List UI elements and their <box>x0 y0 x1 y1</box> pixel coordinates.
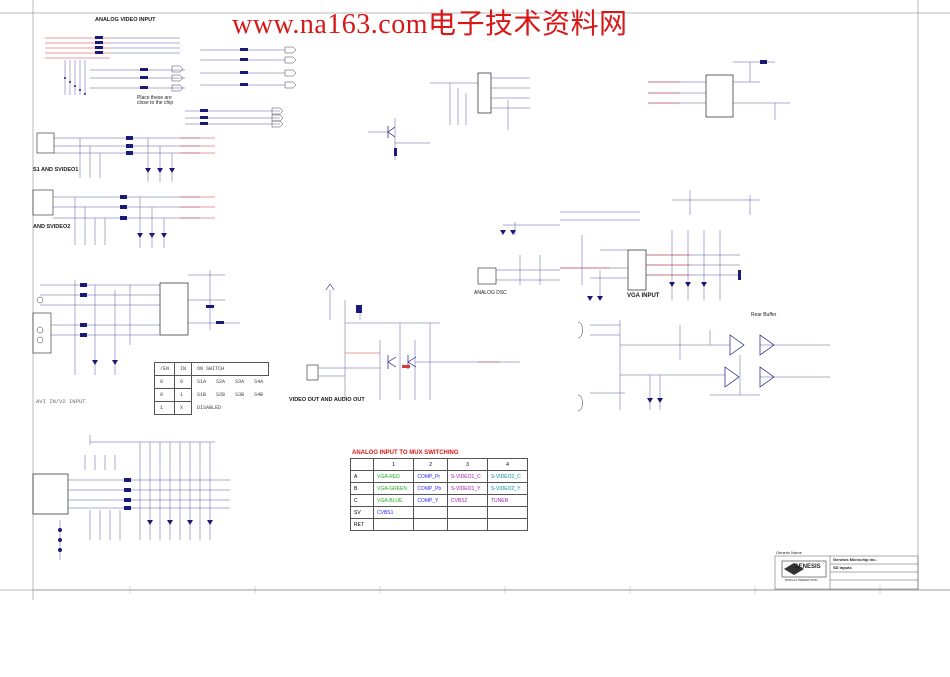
switch-table-row: 1 X DISABLED <box>153 401 269 415</box>
mux-cell: S-VIDEO1_Y <box>446 482 488 495</box>
genesis-logo-subtitle: DISPLAY PERFECTION <box>785 578 818 582</box>
svideo2-title: AND SVIDEO2 <box>33 224 71 230</box>
svideo1-title: S1 AND SVIDEO1 <box>33 167 79 173</box>
mux-cell <box>372 518 415 531</box>
mux-row-label: RET <box>350 518 374 531</box>
mux-cell <box>486 518 529 531</box>
switch-table-header: /EN IN ON SWITCH <box>153 362 269 376</box>
vga-input-title: VGA INPUT <box>627 293 660 299</box>
mux-header-cell: 1 <box>372 458 415 471</box>
analog-dsc-label: ANALOG DSC <box>474 290 507 296</box>
switch-cell: X <box>174 401 193 415</box>
vga-input-block <box>477 190 760 301</box>
top-middle-ic <box>368 72 530 160</box>
mux-cell <box>446 518 488 531</box>
mux-cell: VGA-GREEN <box>372 482 415 495</box>
watermark-text: www.na163.com电子技术资料网 <box>232 9 628 40</box>
mux-cell <box>413 506 448 519</box>
video-out-title: VIDEO OUT AND AUDIO OUT <box>289 397 365 403</box>
switch-cell: 1 <box>174 388 193 402</box>
top-right-ic <box>648 60 790 120</box>
switch-header-cell: IN <box>174 362 193 376</box>
switch-cell: S4B <box>254 392 264 398</box>
mux-cell <box>446 506 488 519</box>
mux-cell: CVBS2 <box>446 494 488 507</box>
switch-cell: S1B <box>197 392 207 398</box>
mux-cell: S-VIDEO2_Y <box>486 482 529 495</box>
mux-cell: VGA-RED <box>372 470 415 483</box>
mux-switch-block <box>32 270 240 375</box>
mux-row-label: B <box>350 482 374 495</box>
mux-table-row: B VGA-GREEN COMP_Pb S-VIDEO1_Y S-VIDEO2_… <box>350 482 529 495</box>
mux-row-label: C <box>350 494 374 507</box>
mux-table-row: A VGA-RED COMP_Pr S-VIDEO1_C S-VIDEO2_C <box>350 470 529 483</box>
genesis-logo-text: GENESIS <box>794 564 821 570</box>
mux-switching-table: 1 2 3 4 A VGA-RED COMP_Pr S-VIDEO1_C S-V… <box>350 458 529 531</box>
switch-cell: 0 <box>153 375 176 389</box>
mux-cell: COMP_Pr <box>413 470 448 483</box>
mux-row-label: SV <box>350 506 374 519</box>
mux-header-cell: 4 <box>486 458 529 471</box>
mux-cell: S-VIDEO2_C <box>486 470 529 483</box>
sheet-title: SD Inputs <box>833 565 852 570</box>
mux-table-row: RET <box>350 518 529 531</box>
mux-cell: TUNER <box>486 494 529 507</box>
svideo2-block <box>32 189 215 248</box>
mux-header-cell <box>350 458 374 471</box>
switch-table-row: 0 0 S1A S2A S3A S4A <box>153 375 269 389</box>
switch-table-row: 0 1 S1B S2B S3B S4B <box>153 388 269 402</box>
mux-cell: S-VIDEO1_C <box>446 470 488 483</box>
avi-input-label: AVI IN/V2 INPUT <box>36 398 86 405</box>
switch-truth-table: /EN IN ON SWITCH 0 0 S1A S2A S3A S4A 0 1… <box>153 362 269 415</box>
mux-cell: VGA-BLUE <box>372 494 415 507</box>
mux-table-row: C VGA-BLUE COMP_Y CVBS2 TUNER <box>350 494 529 507</box>
mux-cell: COMP_Y <box>413 494 448 507</box>
mux-cell <box>413 518 448 531</box>
analog-video-input-block <box>45 36 297 128</box>
switch-cell: 1 <box>153 401 176 415</box>
title-block-frame <box>774 555 919 590</box>
mux-row-label: A <box>350 470 374 483</box>
switch-cell: 0 <box>174 375 193 389</box>
video-out-block <box>306 283 520 400</box>
switch-cell: S3B <box>235 392 245 398</box>
mux-cell <box>486 506 529 519</box>
switch-cell: S3A <box>235 379 245 386</box>
mux-table-row: SV CVBS1 <box>350 506 529 519</box>
switch-cell: S1A <box>197 379 207 386</box>
analog-video-input-title: ANALOG VIDEO INPUT <box>95 17 156 23</box>
switch-cell: S4A <box>254 379 264 386</box>
mux-header-cell: 3 <box>446 458 488 471</box>
bottom-left-block <box>32 435 230 560</box>
doc-name-label: Generic Name <box>776 550 802 555</box>
svideo1-block <box>36 132 215 182</box>
mux-cell: COMP_Pb <box>413 482 448 495</box>
switch-header-cell: ON SWITCH <box>191 362 269 376</box>
switch-header-cell: /EN <box>153 362 176 376</box>
mux-header-cell: 2 <box>413 458 448 471</box>
genesis-logo <box>781 560 827 578</box>
mux-cell: CVBS1 <box>372 506 415 519</box>
rear-buffer-label: Rear Buffer <box>751 312 777 318</box>
company-name: Genesis Microchip Inc. <box>833 557 877 562</box>
switch-cell: S2B <box>216 392 226 398</box>
sheet-frame <box>0 0 950 600</box>
switch-cell: S2A <box>216 379 226 386</box>
mux-table-title: ANALOG INPUT TO MUX SWITCHING <box>352 450 459 456</box>
audio-opamp-block <box>577 320 830 412</box>
place-close-note: Place these are close to the chip <box>137 95 174 106</box>
switch-cell: 0 <box>153 388 176 402</box>
switch-cell: DISABLED <box>197 405 222 411</box>
mux-table-header: 1 2 3 4 <box>350 458 529 471</box>
